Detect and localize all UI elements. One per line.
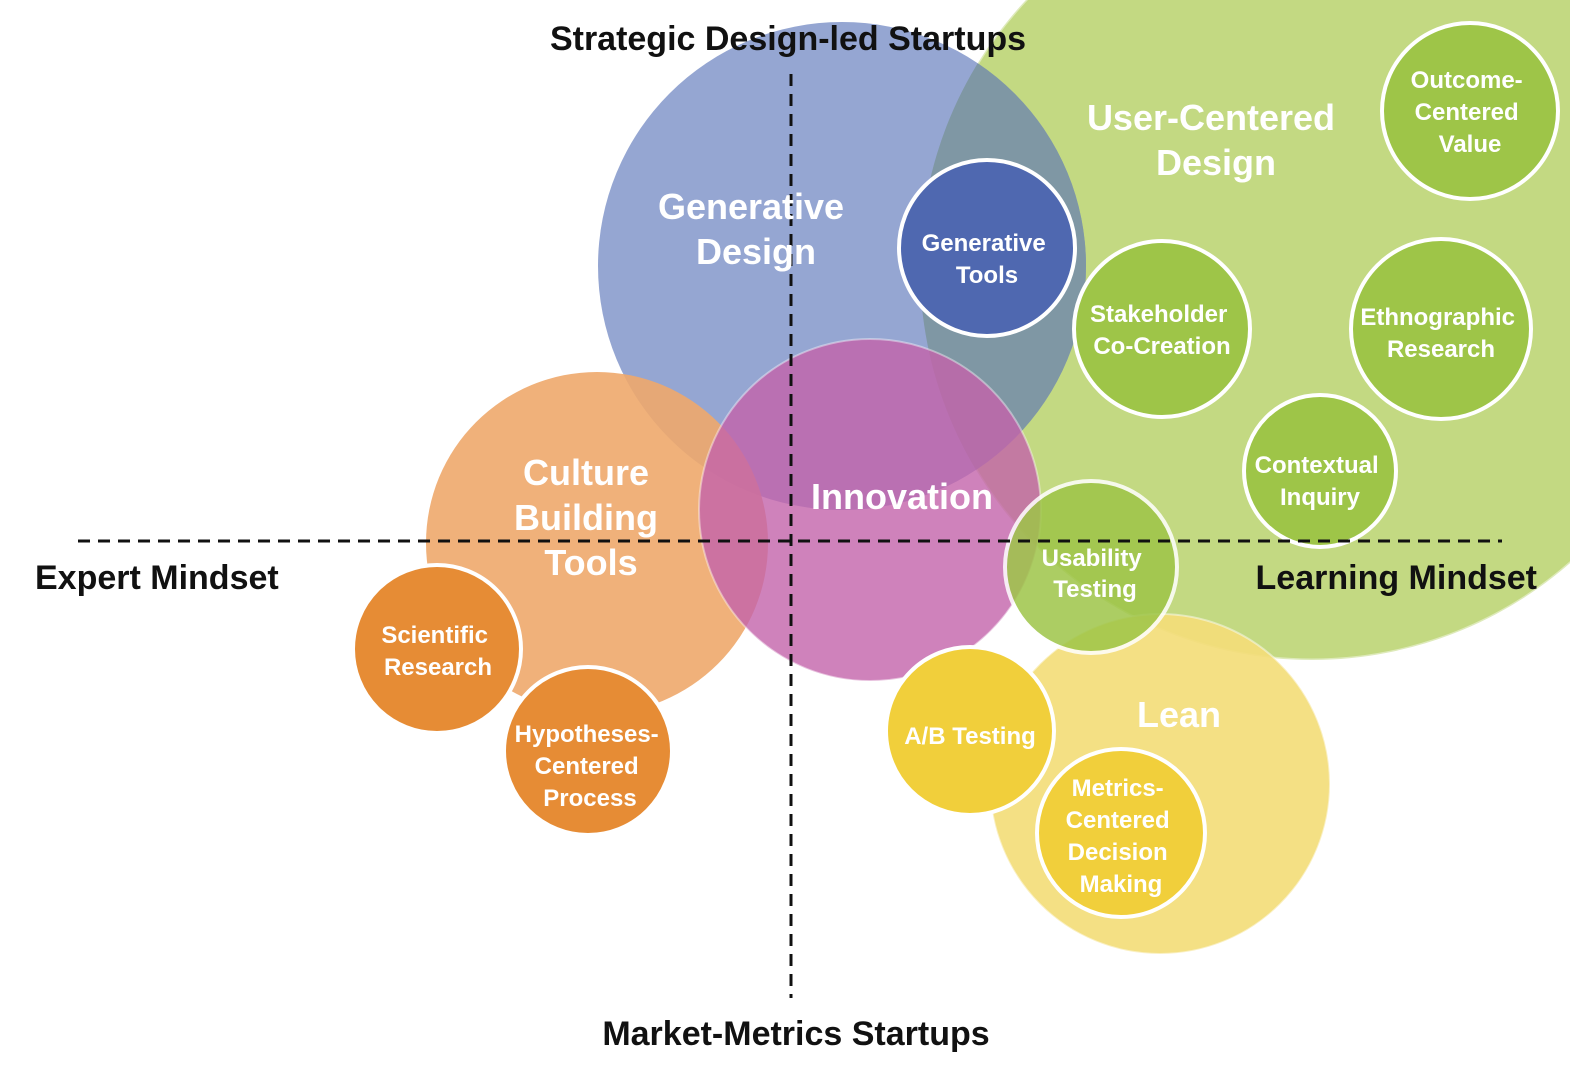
- ethnographic-research-circle: [1349, 237, 1533, 421]
- stakeholder-co-creation-circle: [1072, 239, 1252, 419]
- lean-label: Lean: [1137, 694, 1221, 735]
- ethnographic-research-label: Ethnographic Research: [1360, 304, 1521, 363]
- contextual-inquiry-label: Contextual Inquiry: [1255, 452, 1386, 511]
- axis-label-right: Learning Mindset: [1256, 559, 1537, 597]
- innovation-label: Innovation: [811, 476, 993, 517]
- outcome-centered-value-circle: [1380, 21, 1560, 201]
- hypotheses-centered-process-circle: [502, 665, 674, 837]
- scientific-research-label: Scientific Research: [381, 622, 494, 681]
- outcome-centered-value-label: Outcome- Centered Value: [1411, 67, 1530, 158]
- usability-testing-label: Usability Testing: [1042, 545, 1149, 603]
- culture-building-tools-label: Culture Building Tools: [514, 452, 668, 583]
- axis-label-left: Expert Mindset: [35, 559, 279, 597]
- stakeholder-co-creation-label: Stakeholder Co-Creation: [1090, 301, 1234, 360]
- hypotheses-centered-process-label: Hypotheses- Centered Process: [515, 721, 666, 812]
- contextual-inquiry-circle: [1242, 393, 1398, 549]
- usability-testing-circle: [1003, 479, 1179, 655]
- scientific-research-circle: [351, 563, 523, 735]
- generative-tools-label: Generative Tools: [922, 230, 1053, 289]
- ab-testing-label: A/B Testing: [904, 723, 1036, 750]
- axis-label-bottom: Market-Metrics Startups: [602, 1015, 989, 1053]
- metrics-centered-decision-making-circle: [1035, 747, 1207, 919]
- generative-tools-circle: [897, 158, 1077, 338]
- metrics-centered-decision-making-label: Metrics- Centered Decision Making: [1066, 775, 1177, 898]
- axis-label-top: Strategic Design-led Startups: [550, 20, 1026, 58]
- user-centered-design-label: User-Centered Design: [1087, 97, 1345, 183]
- generative-design-label: Generative Design: [658, 186, 854, 272]
- ab-testing-circle: [884, 645, 1056, 817]
